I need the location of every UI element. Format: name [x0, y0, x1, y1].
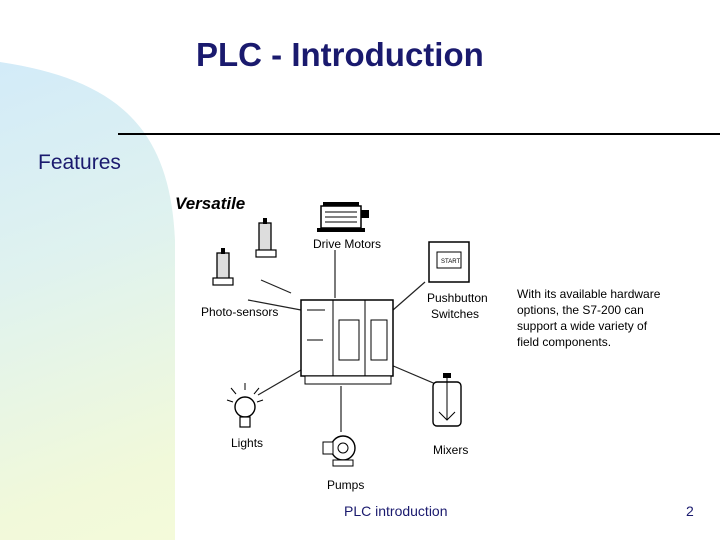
page-number: 2: [686, 503, 694, 519]
note-line: field components.: [517, 335, 611, 349]
label-drive-motors: Drive Motors: [313, 237, 381, 251]
light-bulb-icon: [226, 383, 264, 428]
slide-footer: PLC introduction: [344, 503, 448, 519]
note-line: options, the S7-200 can: [517, 303, 644, 317]
label-pushbutton: Pushbutton: [427, 291, 488, 305]
section-heading: Features: [38, 151, 121, 174]
capability-note: With its available hardware options, the…: [517, 287, 661, 349]
label-pumps: Pumps: [327, 478, 364, 492]
title-divider: [118, 133, 720, 135]
plc-field-components-diagram: Versatile Drive Motors Photo-sensors: [175, 194, 661, 492]
label-switches: Switches: [431, 307, 479, 321]
note-line: With its available hardware: [517, 287, 661, 301]
figure-header: Versatile: [175, 194, 245, 213]
mixer-icon: [432, 373, 462, 427]
photo-sensor-icon: [212, 248, 234, 286]
pump-icon: [322, 435, 356, 467]
note-line: support a wide variety of: [517, 319, 648, 333]
photo-sensor-icon: [255, 218, 277, 258]
label-lights: Lights: [231, 436, 263, 450]
label-photo-sensors: Photo-sensors: [201, 305, 278, 319]
label-start: START: [441, 259, 460, 265]
drive-motor-icon: [317, 202, 369, 232]
plc-unit-icon: [300, 299, 394, 385]
pushbutton-switch-icon: START: [428, 241, 470, 283]
slide-title: PLC - Introduction: [196, 36, 484, 73]
connection-lines: [247, 250, 439, 432]
label-mixers: Mixers: [433, 443, 468, 457]
